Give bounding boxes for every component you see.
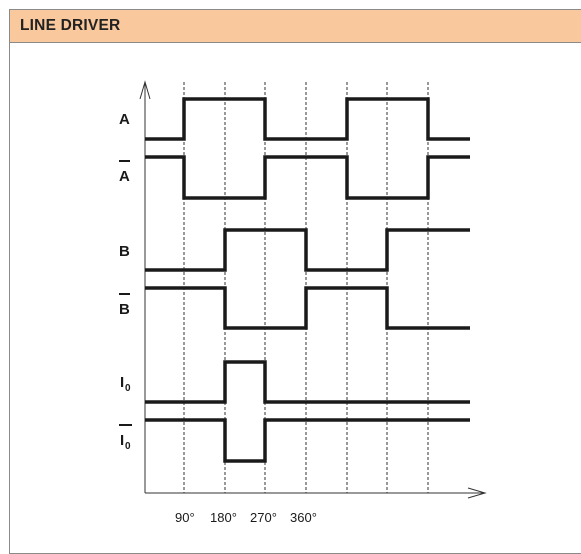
axes xyxy=(139,80,487,499)
y-axis-arrow xyxy=(139,80,151,100)
signal-labels: A A B B I 0 I 0 xyxy=(119,111,132,452)
signal-label-b-bar: B xyxy=(119,301,130,318)
panel-header: LINE DRIVER xyxy=(10,10,581,43)
waveform-a xyxy=(145,97,470,141)
angle-labels: 90° 180° 270° 360° xyxy=(175,510,317,525)
line-driver-panel: LINE DRIVER xyxy=(9,9,581,554)
waveform-i0 xyxy=(145,360,470,404)
waveform-b-bar xyxy=(145,286,470,330)
angle-label-360: 360° xyxy=(290,510,317,525)
waveform-i0-bar xyxy=(145,418,470,463)
waveforms xyxy=(145,97,470,463)
signal-label-i0-subscript: 0 xyxy=(125,383,131,394)
angle-label-270: 270° xyxy=(250,510,277,525)
signal-label-i0-bar: I xyxy=(120,432,124,449)
signal-label-i0-bar-subscript: 0 xyxy=(125,441,131,452)
signal-label-a: A xyxy=(119,111,130,128)
signal-label-b: B xyxy=(119,243,130,260)
angle-label-90: 90° xyxy=(175,510,195,525)
x-axis-arrow xyxy=(467,487,487,499)
angle-label-180: 180° xyxy=(210,510,237,525)
waveform-b xyxy=(145,228,470,272)
panel-title: LINE DRIVER xyxy=(20,17,121,34)
signal-label-a-bar: A xyxy=(119,168,130,185)
waveform-a-bar xyxy=(145,155,470,200)
signal-label-i0: I xyxy=(120,374,124,391)
